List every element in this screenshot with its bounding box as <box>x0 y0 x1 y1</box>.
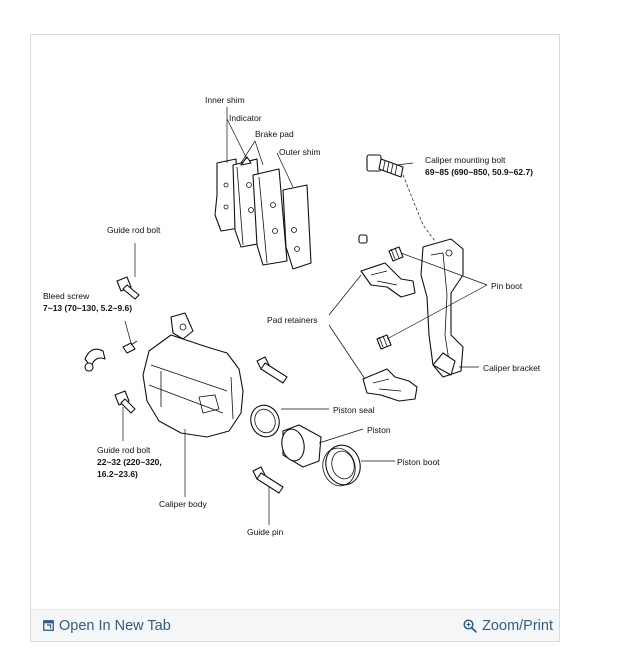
leader-lines <box>122 107 488 525</box>
brake-caliper-diagram: Inner shim Indicator Brake pad Outer shi… <box>43 95 541 537</box>
label-bleed-screw-torque: 7~13 (70~130, 5.2~9.6) <box>43 303 132 313</box>
bleed-screw <box>122 340 138 354</box>
label-guide-rod-bolt-top: Guide rod bolt <box>107 225 161 235</box>
small-bushing <box>358 234 368 244</box>
bleed-cap <box>84 348 106 372</box>
label-piston-boot: Piston boot <box>397 457 440 467</box>
caliper-body <box>142 312 244 438</box>
caliper-bracket <box>420 238 464 378</box>
label-caliper-body: Caliper body <box>159 499 207 509</box>
pad-retainer-upper <box>360 262 416 298</box>
label-pin-boot: Pin boot <box>491 281 523 291</box>
label-outer-shim: Outer shim <box>279 147 321 157</box>
label-inner-shim: Inner shim <box>205 95 245 105</box>
label-caliper-bracket: Caliper bracket <box>483 363 541 373</box>
label-guide-rod-bolt-bottom: Guide rod bolt <box>97 445 151 455</box>
zoom-icon <box>463 618 477 633</box>
label-caliper-mounting-bolt: Caliper mounting bolt <box>425 155 506 165</box>
open-in-new-tab-label: Open In New Tab <box>59 617 171 634</box>
caliper-mounting-bolt <box>366 154 404 178</box>
piston-boot <box>322 444 361 487</box>
open-in-new-tab-link[interactable]: Open In New Tab <box>43 618 171 634</box>
label-brake-pad: Brake pad <box>255 129 294 139</box>
outer-shim <box>282 184 312 270</box>
label-indicator: Indicator <box>229 113 262 123</box>
indicator <box>240 156 252 166</box>
piston-seal <box>250 404 280 438</box>
pad-retainer-lower <box>362 368 418 402</box>
piston <box>281 424 322 468</box>
label-guide-pin: Guide pin <box>247 527 284 537</box>
zoom-print-label: Zoom/Print <box>482 617 553 634</box>
pin-boot-lower <box>376 334 392 350</box>
label-piston: Piston <box>367 425 391 435</box>
label-caliper-mounting-bolt-torque: 69~85 (690~850, 50.9~62.7) <box>425 167 533 177</box>
pin-boot-upper <box>388 246 404 262</box>
brake-pad-outer <box>252 168 288 266</box>
label-guide-rod-bolt-bottom-torque-2: 16.2~23.6) <box>97 469 138 479</box>
label-pad-retainers: Pad retainers <box>267 315 318 325</box>
diagram-footer: Open In New Tab Zoom/Print <box>31 609 559 641</box>
label-piston-seal: Piston seal <box>333 405 375 415</box>
guide-rod-bolt-upper <box>116 276 140 300</box>
guide-pin-upper <box>256 356 288 384</box>
guide-pin-lower <box>252 466 284 494</box>
label-guide-rod-bolt-bottom-torque-1: 22~32 (220~320, <box>97 457 162 467</box>
guide-rod-bolt-lower <box>114 390 136 414</box>
open-tab-icon <box>43 620 54 631</box>
label-bleed-screw: Bleed screw <box>43 291 90 301</box>
zoom-print-link[interactable]: Zoom/Print <box>463 618 553 634</box>
diagram-card: Inner shim Indicator Brake pad Outer shi… <box>30 34 560 642</box>
